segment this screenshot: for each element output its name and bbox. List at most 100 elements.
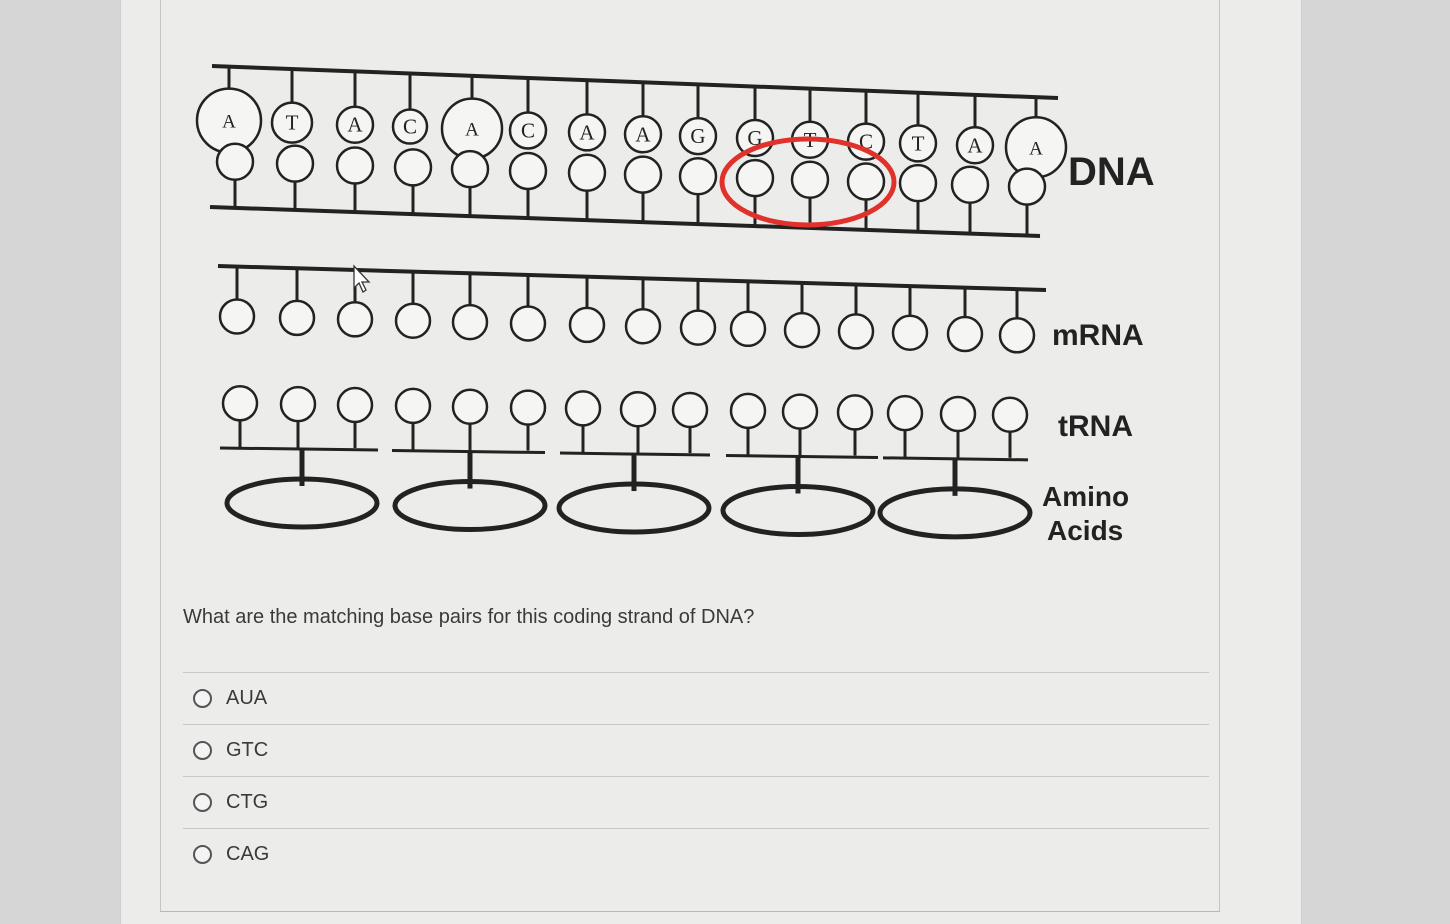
trna-base-circle: [451, 388, 489, 425]
mrna-base-circle: [998, 317, 1036, 354]
trna-base-circle: [336, 386, 374, 424]
mrna-strand: [217, 264, 1047, 354]
dna-base-letter: C: [521, 118, 535, 142]
question-text: What are the matching base pairs for thi…: [183, 606, 755, 628]
dna-base-letter: A: [465, 120, 479, 141]
dna-base-circle: [678, 157, 718, 196]
trna-bar: [725, 454, 879, 460]
answer-options: AUA GTC CTG CAG: [183, 672, 1209, 880]
radio-button[interactable]: [193, 793, 212, 812]
dna-base-letter: C: [403, 115, 417, 139]
mrna-base-circle: [891, 314, 929, 351]
trna-base-circle: [509, 389, 547, 426]
dna-base-circle: [950, 165, 990, 205]
trna-base-circle: [991, 396, 1029, 433]
backbone-line: [211, 64, 1059, 100]
option-1[interactable]: AUA: [183, 673, 1209, 724]
option-4[interactable]: CAG: [183, 829, 1209, 880]
backbone-line: [209, 205, 1041, 238]
amino-acid-ellipse: [392, 479, 548, 533]
mrna-base-circle: [729, 310, 767, 348]
dna-base-letter: T: [286, 111, 299, 135]
option-3[interactable]: CTG: [183, 777, 1209, 828]
quiz-card: [120, 0, 1302, 924]
dna-base-circle: [955, 126, 995, 165]
dna-base-circle: [623, 115, 663, 154]
option-label: CAG: [226, 843, 270, 865]
mrna-base-circle: [568, 306, 606, 344]
dna-base-letter: G: [690, 124, 705, 148]
mrna-base-circle: [451, 303, 489, 341]
trna-base-circle: [781, 393, 819, 430]
dna-base-circle: [508, 151, 548, 191]
dna-base-circle: [898, 124, 938, 163]
dna-base-letter: A: [967, 133, 983, 157]
dna-base-circle: [898, 163, 938, 203]
dna-base-letter: T: [912, 131, 925, 155]
trna-base-circle: [619, 390, 657, 428]
dna-base-circle: [790, 160, 830, 200]
dna-base-circle: [623, 155, 663, 194]
dna-base-letter: A: [347, 113, 363, 137]
dna-base-circle: [508, 111, 548, 150]
trna-base-circle: [221, 385, 259, 422]
dna-label: DNA: [1068, 150, 1155, 194]
trna-base-circle: [939, 395, 977, 433]
mrna-label: mRNA: [1052, 319, 1144, 352]
trna-base-circle: [564, 390, 602, 427]
mrna-base-circle: [278, 299, 316, 337]
dna-base-circle: [275, 144, 315, 183]
mrna-base-circle: [783, 311, 821, 349]
trna-base-circle: [394, 387, 432, 425]
divider: [183, 828, 1209, 829]
highlight-circle: [719, 136, 897, 228]
backbone-line: [217, 264, 1047, 292]
dna-base-circle: [450, 149, 490, 189]
dna-base-circle: [391, 108, 429, 145]
amino-label-line1: Amino: [1042, 481, 1129, 512]
mrna-base-circle: [509, 305, 547, 342]
dna-base-circle: [735, 158, 775, 198]
dna-base-circle: [567, 153, 607, 193]
mrna-base-circle: [946, 315, 984, 353]
mrna-base-circle: [624, 308, 662, 345]
amino-label-line2: Acids: [1047, 515, 1123, 546]
option-label: CTG: [226, 791, 269, 813]
trna-base-circle: [729, 392, 767, 430]
option-label: AUA: [226, 687, 268, 709]
radio-button[interactable]: [193, 845, 212, 864]
radio-button[interactable]: [193, 689, 212, 708]
radio-button[interactable]: [193, 741, 212, 760]
amino-acid-ellipse: [224, 476, 380, 530]
divider: [183, 724, 1209, 725]
question-frame: [160, 0, 1220, 911]
trna-molecules: [219, 385, 1029, 496]
option-2[interactable]: GTC: [183, 725, 1209, 776]
mrna-base-circle: [837, 313, 875, 350]
trna-base-circle: [671, 391, 709, 429]
mrna-base-circle: [679, 309, 717, 346]
dna-base-circle: [846, 162, 886, 201]
dna-base-letter: A: [579, 120, 595, 144]
trna-bar: [219, 446, 379, 452]
mouse-cursor-icon: [353, 264, 371, 293]
mrna-base-circle: [336, 301, 374, 338]
dna-bottom-strand: [209, 142, 1047, 238]
dna-base-letter: A: [222, 112, 236, 133]
dna-base-circle: [215, 142, 255, 182]
dna-base-circle: [567, 113, 607, 152]
amino-acids: [224, 476, 1033, 540]
dna-base-circle: [1007, 167, 1047, 206]
amino-acid-ellipse: [556, 481, 712, 535]
mrna-base-circle: [218, 298, 256, 335]
trna-base-circle: [836, 394, 874, 431]
trna-bar: [882, 456, 1029, 462]
amino-acid-ellipse: [877, 486, 1033, 540]
divider: [183, 672, 1209, 673]
mrna-base-circle: [394, 302, 432, 339]
dna-base-circle: [270, 101, 314, 144]
trna-label: tRNA: [1058, 410, 1133, 443]
divider: [183, 776, 1209, 777]
